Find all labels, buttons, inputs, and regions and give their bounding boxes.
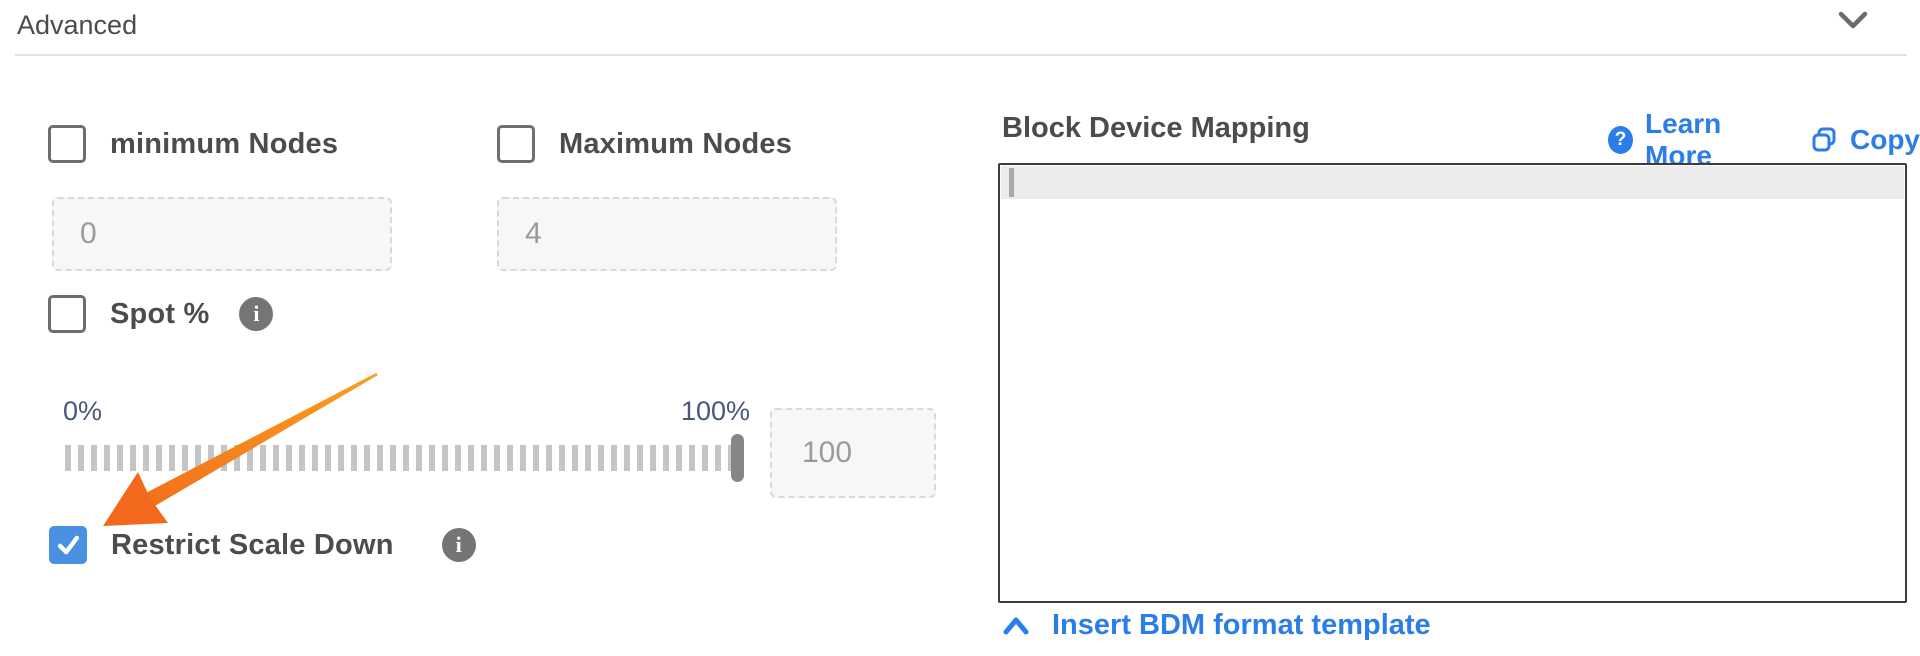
checkmark-icon bbox=[57, 535, 80, 555]
slider-track[interactable] bbox=[65, 445, 737, 471]
spot-percent-label: Spot % bbox=[110, 297, 210, 330]
copy-label: Copy bbox=[1850, 124, 1920, 155]
restrict-scale-down-info-icon[interactable]: i bbox=[441, 528, 476, 562]
restrict-scale-down-row: Restrict Scale Down i bbox=[49, 526, 476, 564]
chevron-up-icon bbox=[1003, 617, 1029, 634]
section-divider bbox=[15, 54, 1907, 56]
section-title: Advanced bbox=[17, 10, 138, 40]
minimum-nodes-row: minimum Nodes bbox=[48, 125, 338, 163]
spot-percent-checkbox[interactable] bbox=[48, 295, 86, 333]
editor-caret bbox=[1009, 168, 1014, 197]
maximum-nodes-label: Maximum Nodes bbox=[559, 127, 793, 160]
collapse-section-button[interactable] bbox=[1838, 10, 1868, 32]
minimum-nodes-input[interactable] bbox=[52, 197, 392, 271]
maximum-nodes-row: Maximum Nodes bbox=[497, 125, 792, 163]
question-glyph: ? bbox=[1614, 129, 1627, 150]
minimum-nodes-checkbox[interactable] bbox=[48, 125, 86, 163]
editor-active-line bbox=[1001, 166, 1904, 199]
info-glyph: i bbox=[253, 301, 260, 326]
slider-handle[interactable] bbox=[731, 434, 744, 482]
chevron-down-icon bbox=[1838, 11, 1868, 29]
spot-percent-value-input[interactable] bbox=[770, 408, 936, 498]
info-glyph: i bbox=[455, 532, 462, 557]
block-device-mapping-title: Block Device Mapping bbox=[1002, 112, 1310, 144]
spot-percent-info-icon[interactable]: i bbox=[239, 297, 274, 331]
copy-icon bbox=[1812, 127, 1836, 152]
question-icon: ? bbox=[1608, 126, 1634, 154]
slider-max-label: 100% bbox=[681, 396, 751, 426]
insert-bdm-template-link[interactable]: Insert BDM format template bbox=[1002, 609, 1431, 642]
minimum-nodes-label: minimum Nodes bbox=[110, 127, 339, 160]
spot-percent-slider[interactable] bbox=[65, 434, 749, 482]
copy-button[interactable]: Copy bbox=[1810, 124, 1920, 156]
insert-bdm-template-label: Insert BDM format template bbox=[1052, 609, 1431, 641]
maximum-nodes-checkbox[interactable] bbox=[497, 125, 535, 163]
restrict-scale-down-checkbox[interactable] bbox=[49, 526, 87, 564]
slider-min-label: 0% bbox=[63, 396, 103, 426]
restrict-scale-down-label: Restrict Scale Down bbox=[111, 528, 394, 561]
spot-percent-row: Spot % i bbox=[48, 295, 274, 333]
maximum-nodes-input[interactable] bbox=[497, 197, 837, 271]
bdm-editor[interactable] bbox=[998, 163, 1907, 603]
